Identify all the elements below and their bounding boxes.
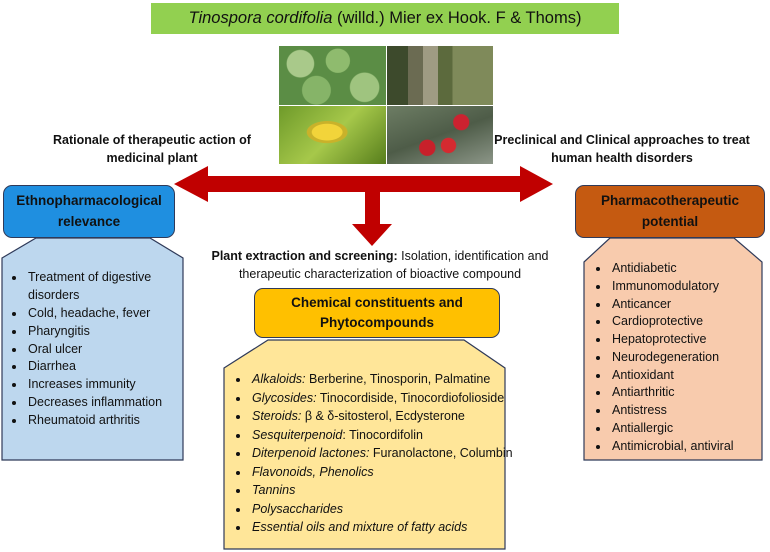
list-item: Rheumatoid arthritis [26, 412, 198, 430]
right-label: Preclinical and Clinical approaches to t… [494, 133, 750, 166]
list-item: Polysaccharides [250, 500, 522, 519]
species-authority: (willd.) Mier ex Hook. F & Thoms) [336, 9, 582, 27]
list-item: Flavonoids, Phenolics [250, 463, 522, 482]
extraction-caption-bold: Plant extraction and screening: [211, 249, 398, 263]
list-item: Oral ulcer [26, 341, 198, 359]
list-item: Immunomodulatory [610, 278, 770, 296]
species-name: Tinospora cordifolia [188, 9, 333, 27]
flower-photo [279, 105, 386, 164]
list-item: Essential oils and mixture of fatty acid… [250, 518, 522, 537]
list-item: Diterpenoid lactones: Furanolactone, Col… [250, 444, 522, 463]
list-item: Antiallergic [610, 420, 770, 438]
list-item: Glycosides: Tinocordiside, Tinocordiofol… [250, 389, 522, 408]
list-item: Cardioprotective [610, 313, 770, 331]
list-item: Antidiabetic [610, 260, 770, 278]
extraction-caption: Plant extraction and screening: Isolatio… [190, 247, 570, 283]
stem-photo [386, 46, 493, 105]
list-item: Increases immunity [26, 376, 198, 394]
down-arrow [352, 192, 392, 246]
list-item: Pharyngitis [26, 323, 198, 341]
chem-list: Alkaloids: Berberine, Tinosporin, Palmat… [230, 370, 522, 537]
chem-callout-body [223, 339, 506, 550]
pharma-heading: Pharmacotherapeutic potential [575, 185, 765, 238]
leaves-photo [279, 46, 386, 105]
title-banner: Tinospora cordifolia (willd.) Mier ex Ho… [151, 3, 619, 34]
left-label: Rationale of therapeutic action of medic… [53, 133, 251, 166]
horizontal-double-arrow [174, 166, 553, 202]
list-item: Decreases inflammation [26, 394, 198, 412]
list-item: Antimicrobial, antiviral [610, 438, 770, 456]
list-item: Treatment of digestive disorders [26, 269, 198, 305]
list-item: Cold, headache, fever [26, 305, 198, 323]
ethno-heading: Ethnopharmacological relevance [3, 185, 175, 238]
ethno-callout-body [1, 237, 184, 461]
list-item: Antiarthritic [610, 384, 770, 402]
list-item: Neurodegeneration [610, 349, 770, 367]
plant-photo-collage [279, 46, 493, 164]
pharma-callout-body [583, 237, 763, 461]
chem-heading: Chemical constituents and Phytocompounds [254, 288, 500, 338]
pharma-list: Antidiabetic Immunomodulatory Anticancer… [590, 260, 770, 455]
list-item: Hepatoprotective [610, 331, 770, 349]
list-item: Steroids: β & δ-sitosterol, Ecdysterone [250, 407, 522, 426]
ethno-list: Treatment of digestive disorders Cold, h… [6, 269, 198, 430]
fruit-photo [386, 105, 493, 164]
list-item: Sesquiterpenoid: Tinocordifolin [250, 426, 522, 445]
list-item: Tannins [250, 481, 522, 500]
list-item: Diarrhea [26, 358, 198, 376]
list-item: Anticancer [610, 296, 770, 314]
list-item: Alkaloids: Berberine, Tinosporin, Palmat… [250, 370, 522, 389]
list-item: Antistress [610, 402, 770, 420]
list-item: Antioxidant [610, 367, 770, 385]
extraction-caption-text: Isolation, identification and therapeuti… [238, 249, 549, 282]
